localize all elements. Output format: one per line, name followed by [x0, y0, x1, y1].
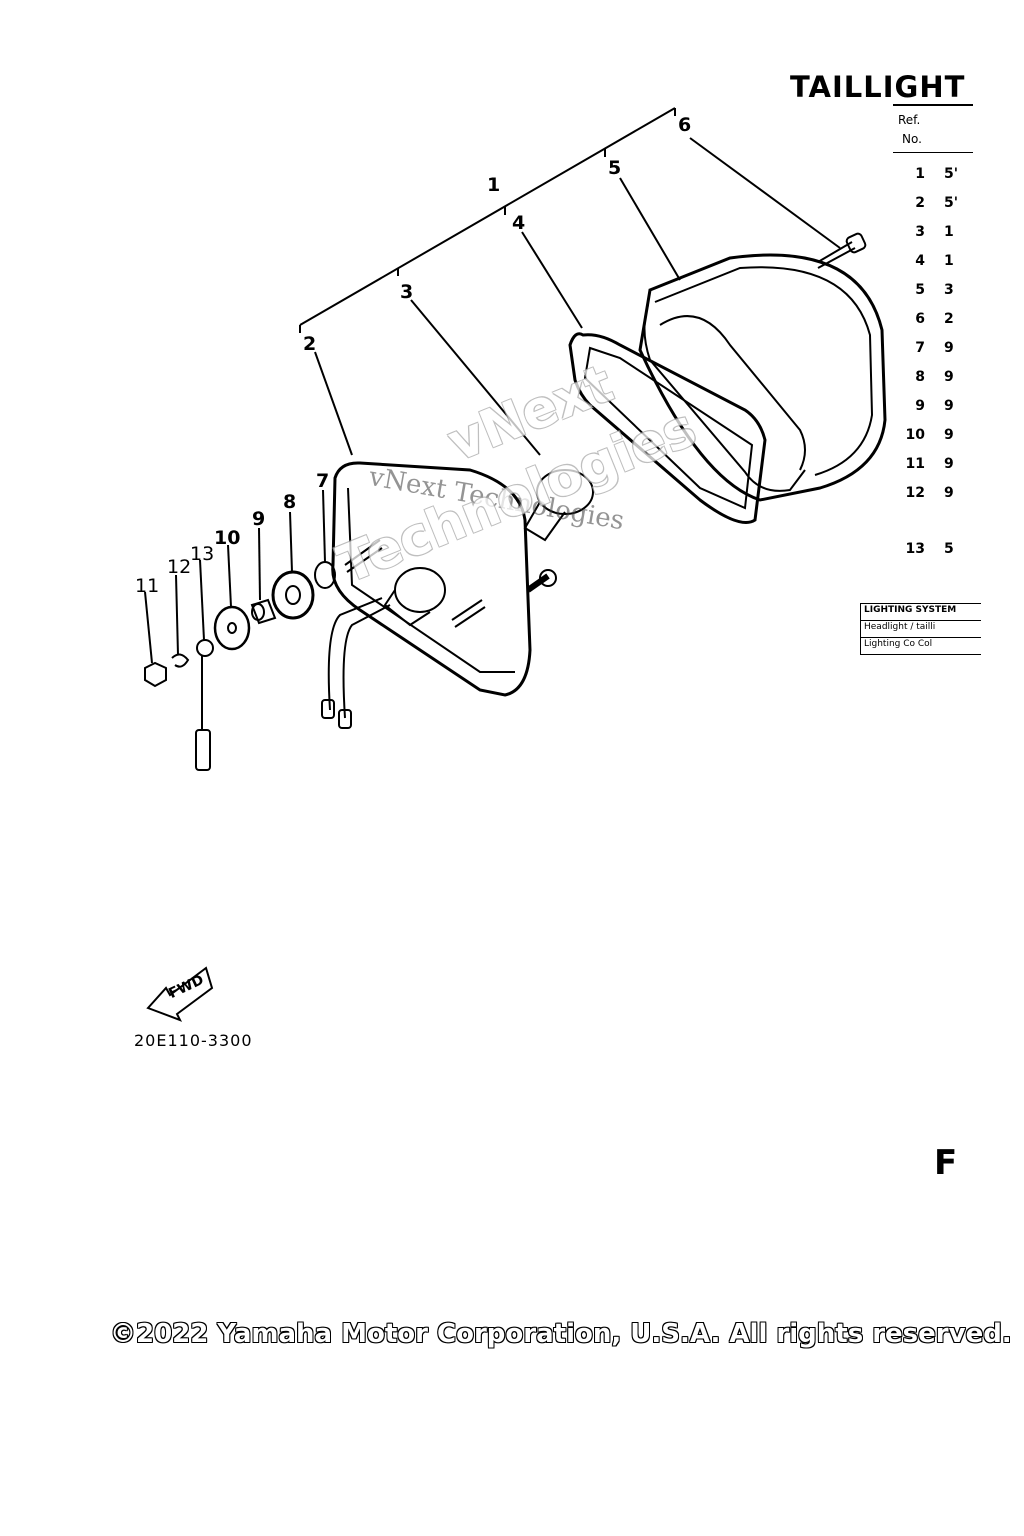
lighting-system-heading: LIGHTING SYSTEM [861, 604, 981, 621]
ref-number: 9 [915, 398, 925, 414]
wire [327, 597, 383, 711]
copyright-notice: ©2022 Yamaha Motor Corporation, U.S.A. A… [110, 1319, 1012, 1349]
part-number: 9 [944, 369, 954, 385]
stud [451, 599, 486, 628]
leader-line-3 [410, 299, 541, 456]
washer-10 [213, 605, 251, 651]
table-divider [893, 152, 973, 153]
part-number: 1 [944, 224, 954, 240]
ref-number: 7 [915, 340, 925, 356]
part-number: 5' [944, 195, 959, 211]
table-header-ref: Ref. [898, 113, 921, 127]
leader-line-4 [521, 231, 583, 329]
taillight-lens [638, 253, 887, 502]
gasket [568, 332, 767, 524]
callout-13: 13 [190, 543, 215, 565]
drawing-code: 20E110-3300 [134, 1031, 253, 1050]
lighting-system-row: Lighting Co Col [864, 639, 933, 649]
part-number: 9 [944, 456, 954, 472]
taillight-base [331, 461, 532, 697]
page-title: TAILLIGHT [790, 70, 966, 104]
table-header-no: No. [902, 132, 922, 146]
ref-number: 2 [915, 195, 925, 211]
lighting-system-row: Headlight / tailli [861, 621, 981, 638]
part-number: 5 [944, 541, 954, 557]
callout-1: 1 [487, 174, 501, 196]
callout-5: 5 [608, 157, 622, 179]
part-number: 2 [944, 311, 954, 327]
callout-9: 9 [252, 508, 266, 530]
callout-7: 7 [316, 470, 330, 492]
ref-number: 12 [905, 485, 925, 501]
title-underline [893, 104, 973, 106]
callout-6: 6 [678, 114, 692, 136]
part-number: 5' [944, 166, 959, 182]
collar-9 [250, 598, 277, 625]
ref-number: 1 [915, 166, 925, 182]
callout-2: 2 [303, 333, 317, 355]
leader-line-6 [689, 137, 841, 249]
ref-number: 6 [915, 311, 925, 327]
ref-number: 3 [915, 224, 925, 240]
callout-3: 3 [400, 281, 414, 303]
callout-12: 12 [167, 556, 192, 578]
part-number: 9 [944, 340, 954, 356]
ground-terminal-13 [196, 639, 214, 657]
part-number: 3 [944, 282, 954, 298]
nut-11 [144, 661, 167, 688]
mounting-bolt [526, 573, 550, 593]
fwd-arrow-icon [146, 966, 214, 1022]
callout-8: 8 [283, 491, 297, 513]
part-number: 9 [944, 485, 954, 501]
part-number: 9 [944, 427, 954, 443]
part-number: 9 [944, 398, 954, 414]
ref-number: 8 [915, 369, 925, 385]
leader-line-5 [619, 177, 681, 281]
ref-number: 4 [915, 253, 925, 269]
grommet-8 [271, 570, 315, 620]
leader-line-2 [314, 351, 353, 456]
bulb [536, 469, 594, 515]
ref-number: 10 [905, 427, 925, 443]
exploded-diagram [144, 107, 887, 1022]
part-number: 1 [944, 253, 954, 269]
lock-washer-12 [171, 653, 190, 668]
stud [344, 539, 383, 573]
lighting-system-table: LIGHTING SYSTEM Headlight / tailli Light… [860, 603, 981, 655]
ref-number: 13 [905, 541, 925, 557]
page-letter: F [934, 1143, 958, 1183]
assembly-bracket-line [299, 107, 676, 326]
callout-11: 11 [135, 575, 160, 597]
lens-screw [817, 241, 856, 269]
ref-number: 11 [905, 456, 925, 472]
callout-4: 4 [512, 212, 526, 234]
callout-10: 10 [214, 527, 241, 549]
ref-number: 5 [915, 282, 925, 298]
